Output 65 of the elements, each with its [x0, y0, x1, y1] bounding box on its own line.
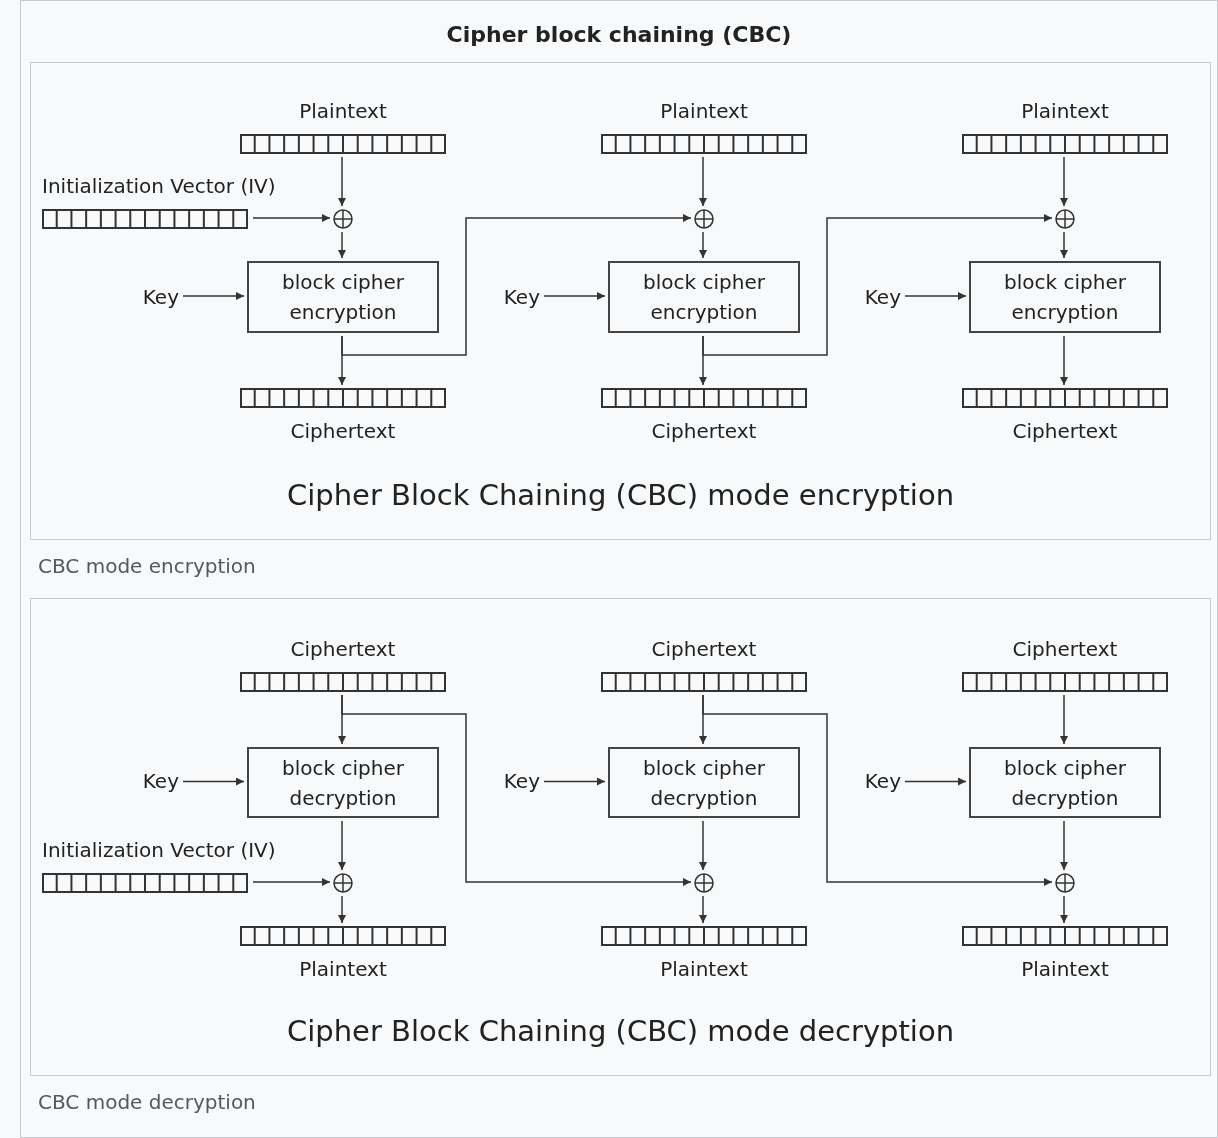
process-box: block cipher decryption	[608, 747, 800, 818]
arrow	[699, 231, 707, 259]
xor-symbol	[694, 209, 714, 229]
arrow	[699, 895, 707, 924]
xor-symbol	[333, 209, 353, 229]
register-label: Plaintext	[1021, 98, 1109, 124]
key-label: Key	[833, 768, 901, 794]
diagram-panel	[30, 62, 1211, 540]
key-label: Key	[472, 284, 540, 310]
key-label: Key	[111, 284, 179, 310]
process-box: block cipher decryption	[969, 747, 1161, 818]
register-label: Ciphertext	[1012, 636, 1118, 662]
register-label: Ciphertext	[290, 418, 396, 444]
arrow	[252, 878, 331, 886]
panel-title: Cipher Block Chaining (CBC) mode decryption	[285, 1013, 956, 1050]
register-label: Initialization Vector (IV)	[42, 837, 276, 863]
key-label: Key	[111, 768, 179, 794]
key-label: Key	[833, 284, 901, 310]
diagram-title: Cipher block chaining (CBC)	[445, 21, 793, 49]
arrow	[1060, 694, 1068, 745]
key-label: Key	[472, 768, 540, 794]
arrow	[699, 820, 707, 871]
arrow	[702, 694, 1053, 886]
xor-symbol	[1055, 873, 1075, 893]
xor-symbol	[333, 873, 353, 893]
register-label: Plaintext	[299, 98, 387, 124]
register-label: Ciphertext	[1012, 418, 1118, 444]
arrow	[341, 214, 692, 356]
panel-title: Cipher Block Chaining (CBC) mode encryption	[286, 477, 955, 514]
process-box: block cipher encryption	[247, 261, 439, 333]
arrow	[1060, 156, 1068, 207]
arrow	[1060, 335, 1068, 386]
arrow	[182, 292, 245, 300]
register-label: Ciphertext	[651, 636, 757, 662]
process-box: block cipher decryption	[247, 747, 439, 818]
arrow	[1060, 820, 1068, 871]
register-label: Ciphertext	[651, 418, 757, 444]
arrow	[341, 694, 692, 886]
process-box: block cipher encryption	[969, 261, 1161, 333]
arrow	[338, 895, 346, 924]
arrow	[1060, 231, 1068, 259]
arrow	[543, 777, 606, 786]
arrow	[543, 292, 606, 300]
arrow	[702, 214, 1053, 356]
arrow	[904, 777, 967, 786]
arrow	[338, 820, 346, 871]
diagram-panel	[30, 598, 1211, 1076]
figure-caption: CBC mode encryption	[38, 553, 256, 580]
arrow	[182, 777, 245, 786]
arrow	[338, 156, 346, 207]
xor-symbol	[694, 873, 714, 893]
process-box: block cipher encryption	[608, 261, 800, 333]
register-label: Plaintext	[299, 956, 387, 982]
register-label: Initialization Vector (IV)	[42, 173, 276, 199]
arrow	[1060, 895, 1068, 924]
figure-caption: CBC mode decryption	[38, 1089, 256, 1116]
register-label: Plaintext	[660, 98, 748, 124]
register-label: Plaintext	[1021, 956, 1109, 982]
arrow	[904, 292, 967, 300]
arrow	[338, 231, 346, 259]
register-label: Ciphertext	[290, 636, 396, 662]
register-label: Plaintext	[660, 956, 748, 982]
xor-symbol	[1055, 209, 1075, 229]
arrow	[252, 214, 331, 222]
arrow	[699, 156, 707, 207]
